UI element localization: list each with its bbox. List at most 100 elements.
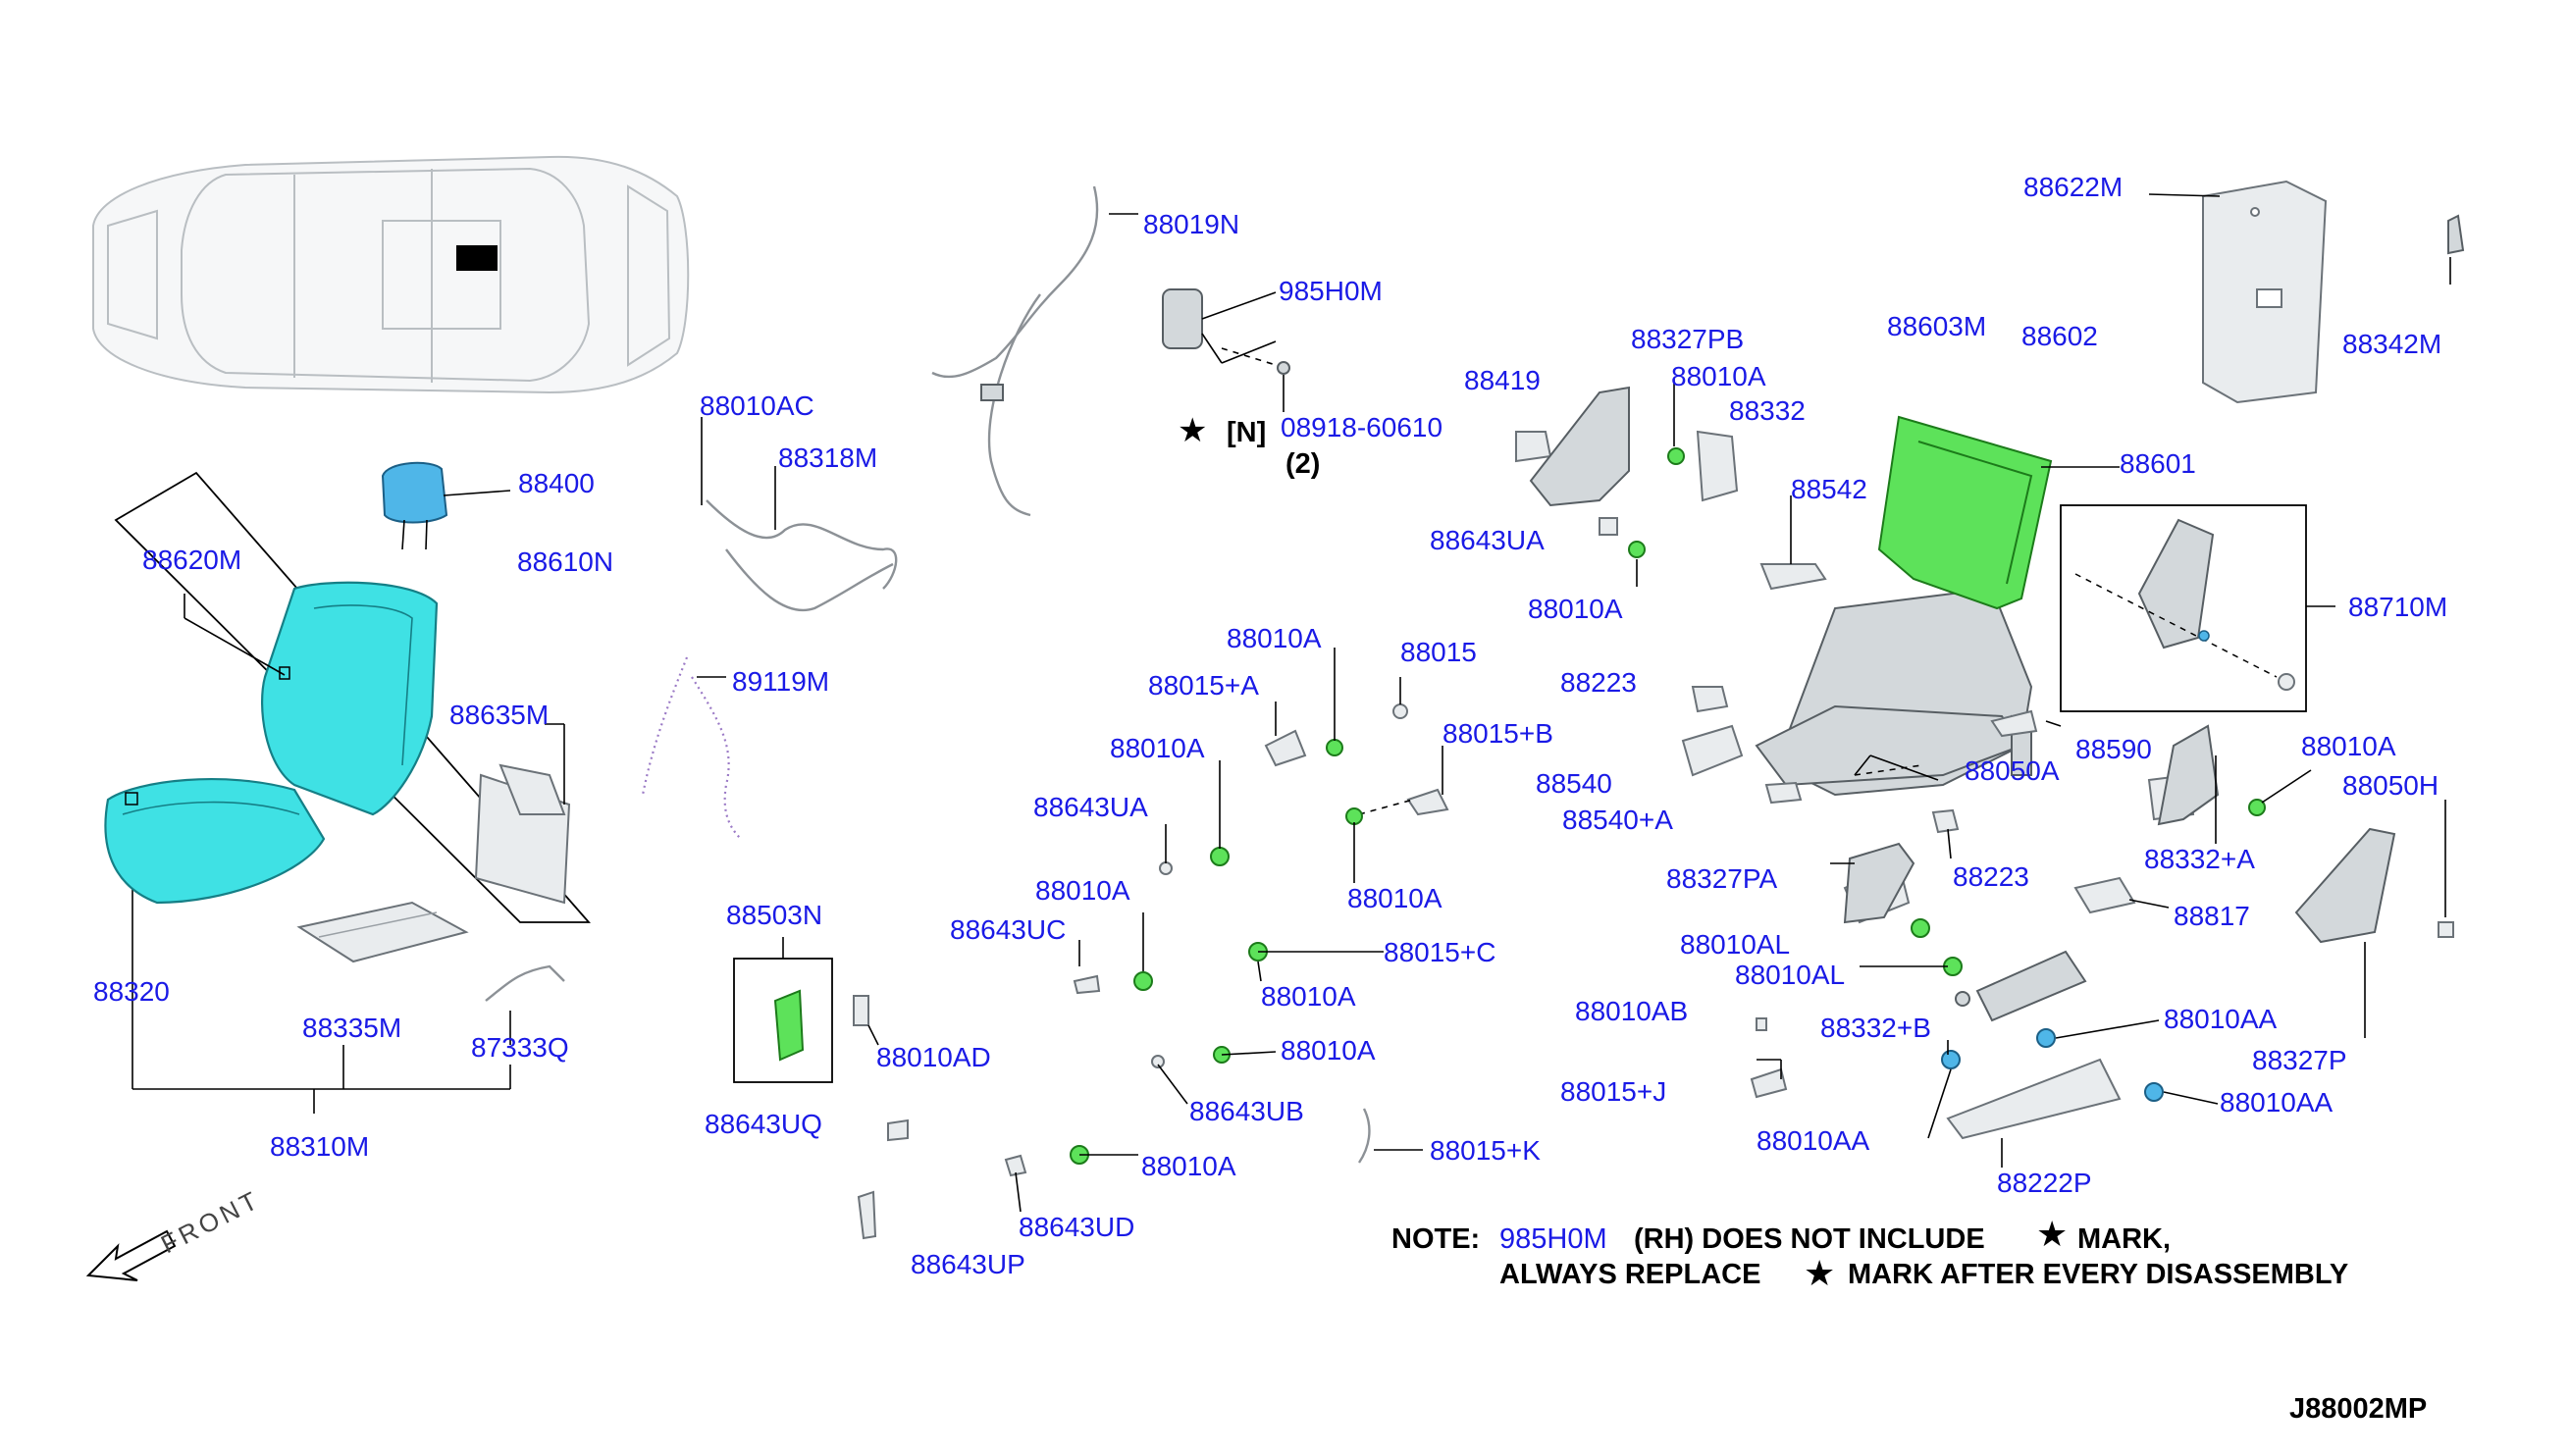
label-88010AB: 88010AB: [1575, 996, 1688, 1026]
label-88015A: 88015+A: [1148, 670, 1259, 701]
fastener-group-center: [857, 648, 1449, 1240]
label-88318M: 88318M: [778, 442, 877, 473]
front-arrow-icon: [85, 1229, 177, 1281]
star-icon: ★: [1178, 412, 1207, 449]
label-88601: 88601: [2120, 448, 2196, 479]
part-number-labels: 88019N 985H0M 08918-60610 ★ [N] (2) 8801…: [93, 172, 2447, 1279]
label-88010AD: 88010AD: [876, 1042, 991, 1072]
label-88542: 88542: [1791, 474, 1867, 504]
label-88540: 88540: [1536, 768, 1612, 799]
label-88332: 88332: [1729, 395, 1806, 426]
label-88010A-upper-right: 88010A: [1671, 361, 1766, 391]
label-88710M: 88710M: [2348, 592, 2447, 622]
label-08918-60610: 08918-60610: [1281, 412, 1442, 442]
side-parts-right: [2073, 724, 2454, 1038]
label-88015B: 88015+B: [1442, 718, 1553, 749]
note-line1-mark: MARK,: [2077, 1223, 2171, 1255]
note-line2-mark: MARK AFTER EVERY DISASSEMBLY: [1848, 1259, 2348, 1290]
label-88015J: 88015+J: [1560, 1076, 1666, 1107]
label-88310M: 88310M: [270, 1131, 369, 1162]
label-88643UC: 88643UC: [950, 914, 1066, 945]
note-prefix: NOTE:: [1391, 1223, 1480, 1255]
label-88010AC: 88010AC: [700, 390, 814, 421]
label-985H0M: 985H0M: [1279, 276, 1383, 306]
label-88610N: 88610N: [517, 546, 613, 577]
control-module-88503N: [733, 937, 879, 1083]
label-88050H: 88050H: [2342, 770, 2439, 801]
label-88010AA-left: 88010AA: [1757, 1125, 1870, 1156]
star-icon: ★: [1804, 1253, 1835, 1293]
label-88010A-far-right: 88010A: [2301, 731, 2396, 761]
label-88010A-left-2: 88010A: [1035, 875, 1130, 906]
label-88327PB: 88327PB: [1631, 324, 1744, 354]
vehicle-overview: [92, 155, 690, 394]
back-board-88622M: [2148, 180, 2465, 404]
label-88503N: 88503N: [726, 900, 822, 930]
harness-88019N: [931, 185, 1138, 517]
headrest-part: [381, 461, 511, 550]
label-88419: 88419: [1464, 365, 1541, 395]
seat-frame-88601: [1515, 378, 2120, 924]
seatback-cushion-part: [184, 581, 439, 816]
label-88400: 88400: [518, 468, 595, 498]
label-88010AL-1: 88010AL: [1680, 929, 1790, 960]
label-88010A-bottom: 88010A: [1141, 1151, 1236, 1181]
label-88320: 88320: [93, 976, 170, 1007]
label-88010AA-right-2: 88010AA: [2220, 1087, 2334, 1118]
label-88643UD: 88643UD: [1019, 1212, 1134, 1242]
note-line2-text: ALWAYS REPLACE: [1499, 1259, 1760, 1290]
harness-89119M: [641, 656, 742, 840]
note-line1-text: (RH) DOES NOT INCLUDE: [1634, 1223, 1985, 1255]
label-88643UP: 88643UP: [911, 1249, 1025, 1279]
label-88643UQ: 88643UQ: [705, 1109, 822, 1139]
label-qty-2: (2): [1285, 448, 1320, 480]
lower-rail-parts: [1750, 842, 2219, 1168]
star-icon: ★: [2036, 1214, 2068, 1254]
label-88620M: 88620M: [142, 545, 241, 575]
label-88010A-center: 88010A: [1347, 883, 1442, 913]
label-88010A-top: 88010A: [1227, 623, 1322, 653]
label-88010A-mid: 88010A: [1261, 981, 1356, 1012]
armrest-88710M: [2060, 504, 2335, 712]
seat-location-marker: [456, 245, 498, 271]
label-88590: 88590: [2075, 734, 2152, 764]
label-N: [N]: [1227, 417, 1266, 448]
label-88019N: 88019N: [1143, 209, 1239, 239]
label-88332A: 88332+A: [2144, 844, 2255, 874]
seatback-board-part: [474, 723, 571, 905]
label-89119M: 89119M: [732, 666, 829, 697]
label-88602: 88602: [2021, 321, 2098, 351]
label-88015: 88015: [1400, 637, 1477, 667]
label-88635M: 88635M: [449, 700, 549, 730]
label-88327P: 88327P: [2252, 1045, 2347, 1075]
front-label: FRONT: [156, 1184, 265, 1259]
label-88643UA-right: 88643UA: [1430, 525, 1545, 555]
cushion-wire-part: [485, 964, 565, 1045]
diagram-code: J88002MP: [2289, 1393, 2427, 1425]
label-88010A-left-1: 88010A: [1110, 733, 1205, 763]
label-88222P: 88222P: [1997, 1168, 2092, 1198]
label-88643UA-left: 88643UA: [1033, 792, 1148, 822]
label-87333Q: 87333Q: [471, 1032, 569, 1063]
label-88342M: 88342M: [2342, 329, 2441, 359]
harness-88318M: [701, 417, 898, 612]
side-airbag-part: [1162, 288, 1290, 412]
label-88540A: 88540+A: [1562, 805, 1673, 835]
label-88010A-lower: 88010A: [1281, 1035, 1376, 1066]
label-88010AA-right-1: 88010AA: [2164, 1004, 2278, 1034]
label-88010A-right-mid: 88010A: [1528, 594, 1623, 624]
note-part-number: 985H0M: [1499, 1223, 1607, 1255]
label-88010AL-2: 88010AL: [1735, 960, 1845, 990]
label-88223-upper: 88223: [1560, 667, 1637, 698]
label-88603M: 88603M: [1887, 311, 1986, 341]
replacement-note: NOTE: 985H0M (RH) DOES NOT INCLUDE ★ MAR…: [1391, 1214, 2348, 1293]
label-88643UB: 88643UB: [1189, 1096, 1304, 1126]
label-88327PA: 88327PA: [1666, 863, 1777, 894]
label-88335M: 88335M: [302, 1013, 401, 1043]
label-88050A: 88050A: [1965, 755, 2060, 786]
seat-cushion-part: [104, 778, 326, 905]
label-88332B: 88332+B: [1820, 1013, 1931, 1043]
label-88015C: 88015+C: [1384, 937, 1495, 967]
cushion-pad-part: [296, 901, 469, 963]
